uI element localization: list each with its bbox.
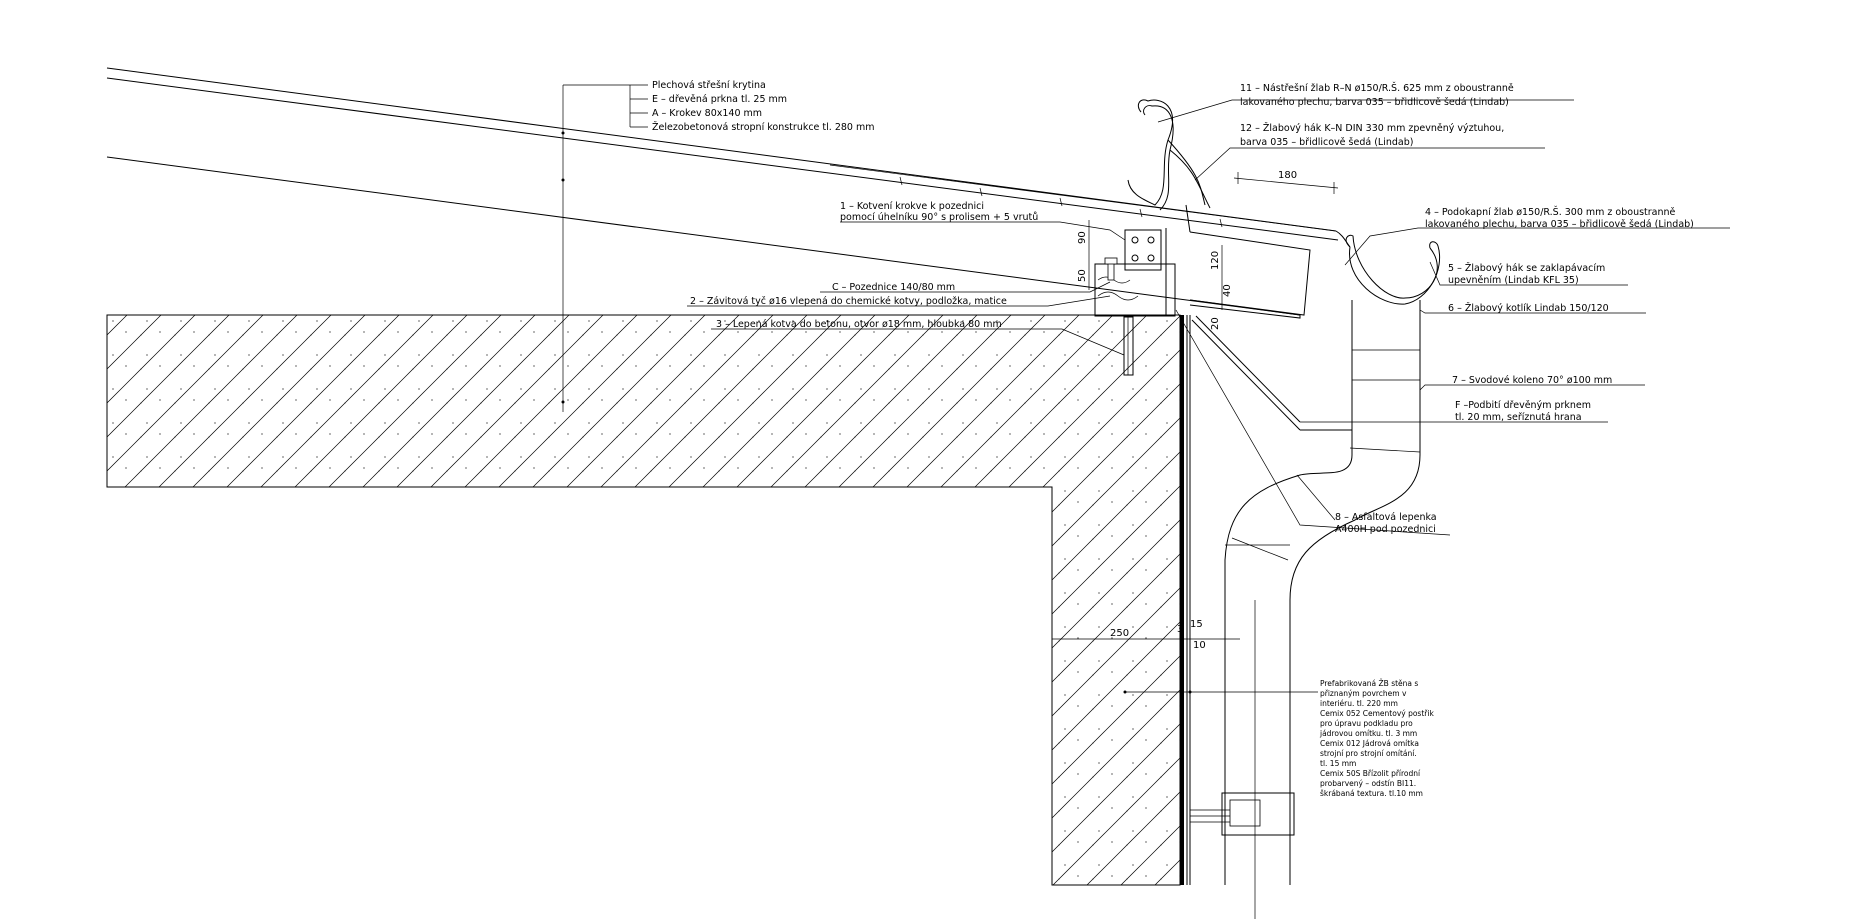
eaves-gutter-4	[1335, 230, 1440, 305]
soffit-board	[1189, 299, 1352, 431]
roof-layer-2: A – Krokev 80x140 mm	[652, 108, 762, 119]
label-f-line2: tl. 20 mm, seříznutá hrana	[1455, 412, 1582, 423]
roof-layers-label: Plechová střešní krytina E – dřevěná prk…	[652, 80, 875, 133]
wall-plaster-layers	[1180, 315, 1191, 885]
wall-layer-3: Cemix 052 Cementový postřik	[1320, 709, 1434, 718]
wall-layer-1: přiznaným povrchem v	[1320, 689, 1407, 698]
roof-gutter-11	[1127, 99, 1211, 211]
dim-250: 250	[1110, 628, 1129, 639]
dim-50: 50	[1077, 269, 1088, 282]
wall-layer-5: jádrovou omítku. tl. 3 mm	[1319, 729, 1417, 738]
dim-10: 10	[1193, 640, 1206, 651]
dim-15: 15	[1190, 619, 1203, 630]
wall-layer-7: strojní pro strojní omítání.	[1320, 749, 1417, 758]
label-6: 6 – Žlabový kotlík Lindab 150/120	[1448, 302, 1609, 314]
anchor-angle	[1124, 228, 1167, 316]
wall-layer-4: pro úpravu podkladu pro	[1320, 719, 1413, 728]
label-2: 2 – Závitová tyč ø16 vlepená do chemické…	[690, 296, 1007, 307]
anchor-rod	[1123, 316, 1134, 376]
wall-layer-8: tl. 15 mm	[1320, 759, 1356, 768]
roof-layer-3: Železobetonová stropní konstrukce tl. 28…	[652, 121, 875, 133]
label-8-line2: A400H pod pozednici	[1335, 524, 1436, 535]
label-4-line2: lakovaného plechu, barva 035 – břidlicov…	[1425, 219, 1694, 230]
roof-layer-1: E – dřevěná prkna tl. 25 mm	[652, 94, 787, 105]
wall-layer-2: interiéru. tl. 220 mm	[1320, 699, 1398, 708]
label-7: 7 – Svodové koleno 70° ø100 mm	[1452, 375, 1612, 386]
wall-layer-0: Prefabrikovaná ŽB stěna s	[1320, 679, 1418, 688]
dim-120: 120	[1210, 251, 1221, 270]
label-4-line1: 4 – Podokapní žlab ø150/R.Š. 300 mm z ob…	[1425, 206, 1676, 218]
wall-layers-label: Prefabrikovaná ŽB stěna s přiznaným povr…	[1319, 679, 1434, 798]
wall-layer-9: Cemix 50S Břízolit přírodní	[1320, 769, 1421, 778]
label-1-line1: 1 – Kotvení krokve k pozednici	[840, 201, 984, 212]
label-3: 3 – Lepená kotva do betonu, otvor ø18 mm…	[716, 319, 1002, 330]
dim-3: 3	[1177, 624, 1183, 635]
rafter-end	[1185, 204, 1311, 316]
label-11-line1: 11 – Nástřešní žlab R–N ø150/R.Š. 625 mm…	[1240, 82, 1514, 94]
wall-layer-11: škrábaná textura. tl.10 mm	[1320, 789, 1423, 798]
pipe-bracket	[1190, 600, 1295, 919]
dim-20: 20	[1210, 317, 1221, 330]
label-f-line1: F –Podbití dřevěným prknem	[1455, 400, 1591, 411]
roof-lines	[106, 67, 1339, 316]
label-11-line2: lakovaného plechu, barva 035 – břidlicov…	[1240, 97, 1509, 108]
downpipe	[1224, 300, 1421, 885]
label-8-line1: 8 – Asfaltová lepenka	[1335, 512, 1437, 523]
label-5-line1: 5 – Žlabový hák se zaklapávacím	[1448, 262, 1605, 274]
label-12-line2: barva 035 – břidlicově šedá (Lindab)	[1240, 137, 1413, 148]
dim-90: 90	[1077, 231, 1088, 244]
roof-layer-0: Plechová střešní krytina	[652, 80, 766, 91]
wall-plate	[1094, 257, 1176, 317]
concrete-slab-wall	[106, 314, 1181, 886]
dim-180: 180	[1278, 170, 1297, 181]
wall-layer-6: Cemix 012 Jádrová omítka	[1320, 739, 1419, 748]
label-1-line2: pomocí úhelníku 90° s prolisem + 5 vrutů	[840, 212, 1038, 223]
label-12-line1: 12 – Žlabový hák K–N DIN 330 mm zpevněný…	[1240, 122, 1504, 134]
label-c: C – Pozednice 140/80 mm	[832, 282, 955, 293]
label-5-line2: upevněním (Lindab KFL 35)	[1448, 275, 1579, 286]
dimension-lines	[1052, 172, 1339, 648]
dim-40: 40	[1222, 284, 1233, 297]
wall-layer-10: probarvený – odstín BI11.	[1320, 779, 1416, 788]
leader-lines	[561, 84, 1730, 694]
